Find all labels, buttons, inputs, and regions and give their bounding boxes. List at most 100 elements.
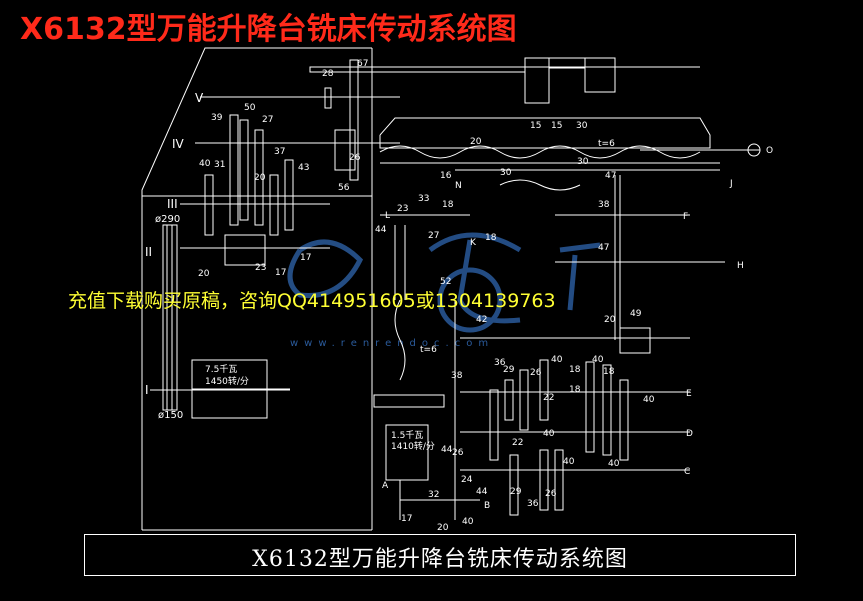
gear-tooth-label: 40 xyxy=(563,457,575,467)
gear-tooth-label: 20 xyxy=(254,173,266,183)
gear-tooth-label: 44 xyxy=(476,487,488,497)
main-motor xyxy=(191,359,290,419)
gear-tooth-label: 39 xyxy=(211,113,223,123)
gear-tooth-label: 50 xyxy=(244,103,256,113)
gear-tooth-label: 27 xyxy=(428,231,439,241)
gear-tooth-label: 49 xyxy=(630,309,642,319)
gear-tooth-label: 17 xyxy=(275,268,286,278)
gear-tooth-label: 37 xyxy=(274,147,285,157)
gear-tooth-label: 40 xyxy=(592,355,604,365)
axis-label-n: N xyxy=(455,181,462,191)
gear-tooth-label: 20 xyxy=(470,137,482,147)
axis-label-l: L xyxy=(385,211,390,221)
gear-tooth-label: 30 xyxy=(500,168,512,178)
gear-tooth-label: 36 xyxy=(494,358,506,368)
gear-tooth-label: 26 xyxy=(349,153,361,163)
gear-tooth-label: 18 xyxy=(603,367,615,377)
axis-label-a: A xyxy=(382,481,389,491)
gear-tooth-label: 22 xyxy=(512,438,523,448)
gear-tooth-label: 47 xyxy=(605,171,616,181)
logo-watermark xyxy=(287,232,601,333)
gear-tooth-label: 40 xyxy=(643,395,655,405)
gear-tooth-label: 47 xyxy=(598,243,609,253)
gear-tooth-label: 44 xyxy=(441,445,453,455)
pulley-diameter-bottom: ø150 xyxy=(158,410,183,421)
gear-tooth-label: 20 xyxy=(198,269,210,279)
screw-pitch-vertical: t=6 xyxy=(420,345,437,355)
gear-tooth-label: 29 xyxy=(510,487,522,497)
axis-label-o: O xyxy=(766,146,773,156)
axis-label-d: D xyxy=(686,429,693,439)
shaft-label-i: I xyxy=(145,383,149,397)
gear-tooth-label: 33 xyxy=(418,194,429,204)
axis-label-k: K xyxy=(470,238,477,248)
gear-tooth-label: 42 xyxy=(476,315,487,325)
gear-tooth-label: 38 xyxy=(451,371,463,381)
shaft-label-iv: IV xyxy=(172,137,185,151)
gear-tooth-label: 17 xyxy=(300,253,311,263)
gear-tooth-label: 26 xyxy=(545,489,557,499)
gear-tooth-label: 18 xyxy=(569,385,581,395)
gear-tooth-label: 23 xyxy=(255,263,266,273)
gear-tooth-label: 18 xyxy=(485,233,497,243)
feed-motor-speed: 1410转/分 xyxy=(391,440,435,452)
axis-label-f: F xyxy=(683,212,688,222)
gear-tooth-label: 44 xyxy=(375,225,387,235)
worktable xyxy=(379,117,761,191)
shaft-label-iii: III xyxy=(167,197,178,211)
gear-tooth-label: 29 xyxy=(503,365,515,375)
feed-motor xyxy=(373,214,480,520)
gear-tooth-label: 30 xyxy=(576,121,588,131)
gear-tooth-label: 40 xyxy=(199,159,211,169)
gear-tooth-label: 24 xyxy=(461,475,473,485)
gear-tooth-label: 18 xyxy=(442,200,454,210)
purchase-watermark: 充值下载购买原稿，咨询QQ414951605或1304139763 xyxy=(68,290,556,312)
logo-url: www.renrendoc.com xyxy=(290,338,494,349)
gear-tooth-label: 40 xyxy=(462,517,474,527)
gear-tooth-label: 26 xyxy=(530,368,542,378)
gear-tooth-label: 31 xyxy=(214,160,225,170)
pulley-diameter-top: ø290 xyxy=(155,214,180,225)
footer-title-box: X6132型万能升降台铣床传动系统图 xyxy=(84,534,796,576)
gear-tooth-label: 32 xyxy=(428,490,439,500)
main-motor-speed: 1450转/分 xyxy=(205,375,249,387)
header-title: X6132型万能升降台铣床传动系统图 xyxy=(20,12,517,47)
feed-shafts xyxy=(460,175,725,516)
gear-tooth-label: 18 xyxy=(569,365,581,375)
gear-tooth-label: 20 xyxy=(604,315,616,325)
gear-tooth-label: 56 xyxy=(338,183,350,193)
gear-tooth-label: 28 xyxy=(322,69,334,79)
gear-tooth-label: 40 xyxy=(543,429,555,439)
gear-tooth-label: 52 xyxy=(440,277,451,287)
axis-label-j: J xyxy=(729,179,733,189)
gear-tooth-label: 20 xyxy=(437,523,449,533)
frame-outline xyxy=(141,47,373,531)
axis-label-c: C xyxy=(684,467,690,477)
gear-tooth-label: 43 xyxy=(298,163,309,173)
axis-label-e: E xyxy=(686,389,692,399)
shaft-label-ii: II xyxy=(145,245,152,259)
gear-tooth-label: 40 xyxy=(551,355,563,365)
gear-tooth-label: 27 xyxy=(262,115,273,125)
gear-tooth-label: 17 xyxy=(401,514,412,524)
axis-label-h: H xyxy=(737,261,744,271)
footer-title: X6132型万能升降台铣床传动系统图 xyxy=(252,547,628,572)
gear-tooth-label: 38 xyxy=(598,200,610,210)
feed-motor-power: 1.5千瓦 xyxy=(391,430,423,441)
axis-label-b: B xyxy=(484,501,490,511)
shaft-label-v: V xyxy=(195,91,204,105)
gear-tooth-label: 36 xyxy=(527,499,539,509)
gear-tooth-label: 22 xyxy=(543,393,554,403)
gear-tooth-label: 15 xyxy=(530,121,541,131)
gear-tooth-label: 30 xyxy=(577,157,589,167)
gear-tooth-label: 26 xyxy=(452,448,464,458)
gear-tooth-label: 15 xyxy=(551,121,562,131)
spindle-assembly xyxy=(195,57,700,181)
screw-pitch-table: t=6 xyxy=(598,139,615,149)
gear-tooth-label: 40 xyxy=(608,459,620,469)
gear-tooth-label: 16 xyxy=(440,171,452,181)
gear-tooth-label: 23 xyxy=(397,204,408,214)
main-motor-power: 7.5千瓦 xyxy=(205,364,237,375)
